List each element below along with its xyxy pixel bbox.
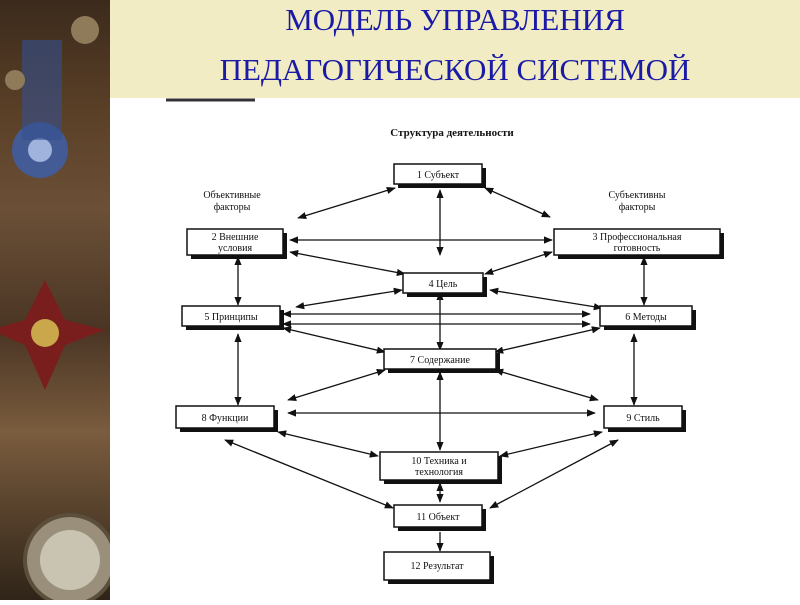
management-model-diagram: Структура деятельности Объективные факто… xyxy=(110,98,800,600)
node-10: 10 Техника и технология xyxy=(379,451,502,484)
node-5: 5 Принципы xyxy=(181,305,284,330)
right-group-label-2: факторы xyxy=(619,202,656,213)
node-9-label: 9 Стиль xyxy=(626,413,660,424)
node-6: 6 Методы xyxy=(599,305,696,330)
node-3-label-2: готовность xyxy=(614,243,661,254)
slide-title-line1: МОДЕЛЬ УПРАВЛЕНИЯ xyxy=(285,2,625,37)
diagram-canvas: Структура деятельности Объективные факто… xyxy=(166,98,724,584)
left-group-label-2: факторы xyxy=(214,202,251,213)
node-3-label-1: 3 Профессиональная xyxy=(593,232,682,243)
node-2-label-1: 2 Внешние xyxy=(212,232,259,243)
slide-title-line2: ПЕДАГОГИЧЕСКОЙ СИСТЕМОЙ xyxy=(219,52,691,87)
node-12-label: 12 Результат xyxy=(410,561,464,572)
connections xyxy=(224,186,648,552)
node-7-label: 7 Содержание xyxy=(410,355,470,366)
node-5-label: 5 Принципы xyxy=(204,312,257,323)
title-band xyxy=(110,0,800,98)
decorative-side-image xyxy=(0,0,117,605)
node-10-label-1: 10 Техника и xyxy=(411,456,467,467)
node-10-label-2: технология xyxy=(415,467,463,478)
node-11: 11 Объект xyxy=(393,504,486,531)
node-11-label: 11 Объект xyxy=(417,512,461,523)
node-4-label: 4 Цель xyxy=(429,279,458,290)
node-12: 12 Результат xyxy=(383,551,494,584)
diagram-heading: Структура деятельности xyxy=(390,127,514,139)
node-4: 4 Цель xyxy=(402,272,487,297)
node-9: 9 Стиль xyxy=(603,405,686,432)
node-8: 8 Функции xyxy=(175,405,278,432)
node-2: 2 Внешние условия xyxy=(186,228,287,259)
medal-collage-image xyxy=(0,16,117,605)
node-1: 1 Субъект xyxy=(393,163,486,188)
node-1-label: 1 Субъект xyxy=(417,170,460,181)
node-2-label-2: условия xyxy=(218,243,253,254)
node-3: 3 Профессиональная готовность xyxy=(553,228,724,259)
node-6-label: 6 Методы xyxy=(625,312,667,323)
node-8-label: 8 Функции xyxy=(202,413,249,424)
left-group-label-1: Объективные xyxy=(203,190,261,201)
right-group-label-1: Субъективны xyxy=(609,190,666,201)
node-7: 7 Содержание xyxy=(383,348,500,373)
